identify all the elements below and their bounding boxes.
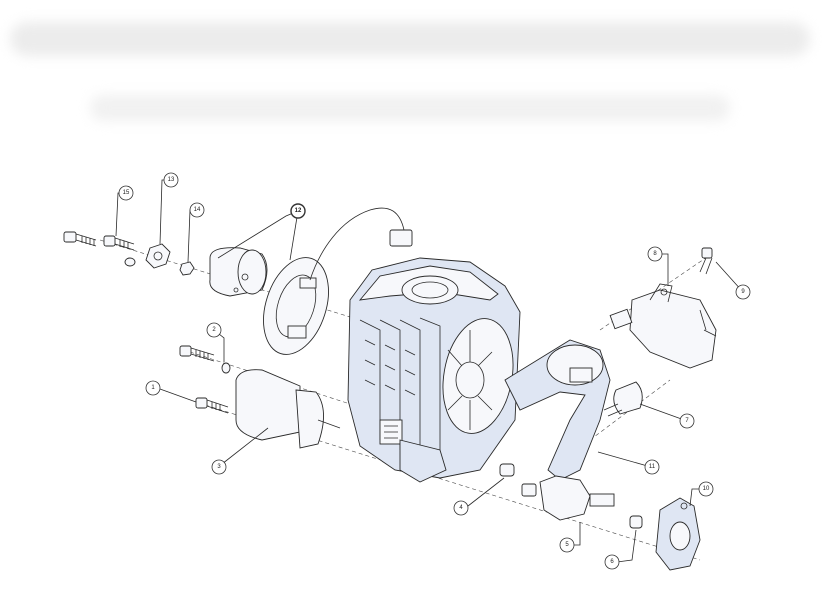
callout-label-15: 15 [123, 190, 130, 196]
callout-label-1: 1 [151, 385, 155, 391]
callout-label-12: 12 [295, 208, 302, 214]
bushing-4 [499, 463, 515, 477]
callout-label-8: 8 [653, 251, 657, 257]
engine-housing [347, 257, 521, 483]
callout-label-4: 4 [459, 505, 463, 511]
blurred-header-band [10, 22, 810, 56]
bolt-2 [179, 345, 231, 374]
bolt-15 [103, 235, 136, 267]
callout-label-5: 5 [565, 542, 569, 548]
callout-label-14: 14 [194, 207, 201, 213]
nut-13 [145, 243, 171, 269]
bushing-6 [629, 515, 643, 529]
callout-label-11: 11 [649, 464, 656, 470]
stator-12 [263, 207, 413, 355]
callout-14: 14 [189, 202, 205, 218]
callout-label-7: 7 [685, 418, 689, 424]
callout-1: 1 [145, 380, 161, 396]
callout-label-2: 2 [212, 327, 216, 333]
callout-2: 2 [206, 322, 222, 338]
callout-label-6: 6 [610, 559, 614, 565]
callout-9: 9 [735, 284, 751, 300]
callout-15: 15 [118, 185, 134, 201]
bolt-left [63, 231, 97, 247]
bolt-1 [195, 397, 229, 414]
callout-12: 12 [290, 203, 306, 219]
spacer-7 [603, 381, 643, 417]
actuator-8 [609, 283, 717, 369]
callout-6: 6 [604, 554, 620, 570]
callout-label-10: 10 [703, 486, 710, 492]
shaft-5 [521, 475, 615, 521]
callout-10: 10 [698, 481, 714, 497]
callout-8: 8 [647, 246, 663, 262]
callout-7: 7 [679, 413, 695, 429]
bracket-11 [504, 339, 611, 481]
bolt-9 [699, 247, 713, 275]
starter-motor-3 [235, 369, 341, 449]
callout-13: 13 [163, 172, 179, 188]
callout-label-13: 13 [168, 177, 175, 183]
callout-3: 3 [211, 459, 227, 475]
callout-4: 4 [453, 500, 469, 516]
callout-5: 5 [559, 537, 575, 553]
end-cap-10 [655, 497, 701, 571]
callout-label-9: 9 [741, 289, 745, 295]
callout-11: 11 [644, 459, 660, 475]
callout-label-3: 3 [217, 464, 221, 470]
blurred-subheader-band [90, 95, 730, 121]
flywheel [209, 247, 268, 297]
small-nut-14 [179, 261, 195, 276]
